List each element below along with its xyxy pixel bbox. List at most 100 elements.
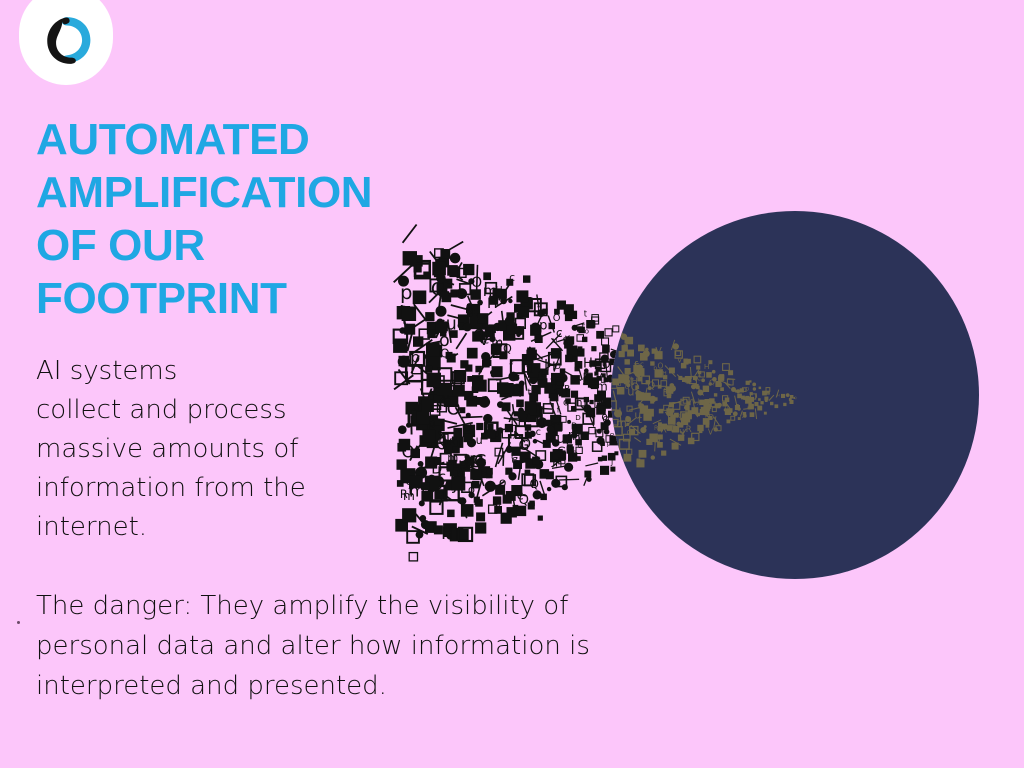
particle <box>415 530 424 539</box>
particle <box>460 360 469 369</box>
particle <box>682 377 687 382</box>
particle: m <box>596 379 608 393</box>
particle <box>402 251 417 266</box>
particle <box>483 272 491 281</box>
particle: c <box>625 414 629 422</box>
particle <box>531 384 541 395</box>
particle: Q <box>440 346 449 360</box>
particle <box>486 429 496 439</box>
particle: H <box>583 357 593 372</box>
particle: m <box>403 489 415 503</box>
particle <box>537 378 548 388</box>
particle <box>543 419 551 427</box>
particle <box>521 360 534 373</box>
particle <box>616 387 625 395</box>
particle <box>785 393 790 397</box>
particle <box>734 395 738 407</box>
particle <box>567 419 572 424</box>
particle <box>650 361 655 366</box>
particle <box>514 425 529 439</box>
particle <box>657 384 662 389</box>
particle: o <box>585 326 590 335</box>
particle <box>537 515 543 521</box>
particle <box>689 366 692 379</box>
particle <box>571 406 576 411</box>
particle <box>532 438 538 444</box>
particle <box>472 331 483 342</box>
particle <box>503 417 525 422</box>
particle: Q <box>495 499 501 508</box>
particle <box>539 469 550 479</box>
particle: m <box>616 417 627 430</box>
particle <box>611 400 617 411</box>
particle: t <box>408 484 413 498</box>
particle <box>586 476 592 482</box>
particle <box>754 408 758 420</box>
particle <box>396 480 404 487</box>
particle <box>678 422 684 428</box>
particle <box>475 522 487 534</box>
particle <box>764 399 768 402</box>
particle <box>563 304 574 315</box>
particle <box>608 410 615 418</box>
particle <box>570 375 580 385</box>
particle <box>445 351 453 359</box>
particle <box>411 525 429 535</box>
particle <box>437 430 448 443</box>
particle <box>582 412 595 425</box>
particle <box>523 372 532 387</box>
particle <box>547 315 555 333</box>
particle <box>425 521 437 533</box>
particle <box>500 512 512 524</box>
particle <box>597 456 603 462</box>
particle <box>496 288 507 299</box>
particle: D <box>600 376 607 386</box>
particle <box>643 412 652 421</box>
particle <box>426 372 441 388</box>
particle <box>711 369 716 374</box>
particle: o <box>724 403 728 411</box>
particle: t <box>638 413 642 426</box>
particle: J <box>451 368 457 387</box>
particle <box>730 415 736 421</box>
particle: O <box>471 275 482 291</box>
particle <box>658 408 664 414</box>
particle <box>530 324 542 336</box>
particle <box>536 358 552 366</box>
particle <box>494 506 502 514</box>
particle: f <box>557 405 560 415</box>
particle: H <box>631 376 637 386</box>
particle <box>504 315 515 326</box>
particle <box>465 364 473 372</box>
particle <box>565 336 575 345</box>
particle <box>447 314 459 319</box>
particle: D <box>571 422 577 431</box>
particle <box>427 329 436 339</box>
particle <box>408 551 419 562</box>
particle: R <box>705 414 709 420</box>
particle <box>684 405 688 410</box>
particle <box>536 294 540 307</box>
particle <box>577 398 586 407</box>
particle: D <box>575 413 581 422</box>
particle <box>482 359 490 368</box>
particle: G <box>625 384 630 391</box>
particle <box>558 457 566 465</box>
particle <box>705 410 709 414</box>
particle <box>542 439 551 448</box>
particle <box>605 361 608 378</box>
particle <box>466 295 479 321</box>
particle <box>683 359 689 365</box>
particle <box>457 526 474 543</box>
particle: Q <box>602 416 609 426</box>
particle <box>691 432 700 442</box>
particle <box>547 351 562 366</box>
particle <box>793 397 796 399</box>
particle <box>409 475 422 488</box>
particle <box>575 446 583 455</box>
particle <box>595 360 602 367</box>
particle <box>708 360 713 365</box>
particle <box>585 407 596 418</box>
particle <box>599 352 609 362</box>
particle <box>697 370 702 375</box>
